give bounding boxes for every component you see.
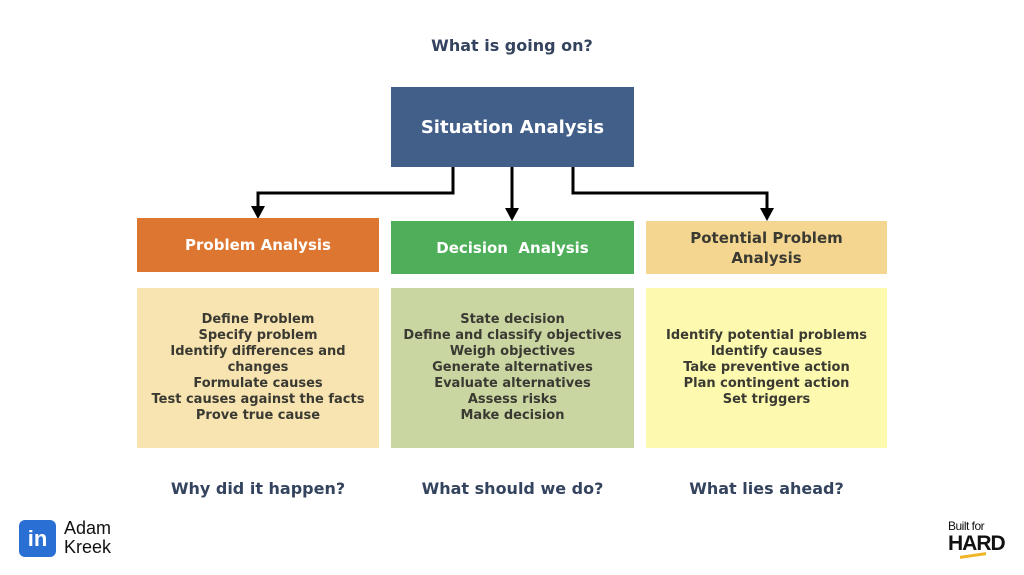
situation-analysis-label: Situation Analysis — [420, 116, 605, 138]
list-item: Plan contingent action — [683, 376, 850, 391]
problem-question: Why did it happen? — [170, 479, 346, 498]
list-item: Formulate causes — [193, 376, 323, 391]
author-first-name: Adam — [64, 518, 112, 538]
potential-question: What lies ahead? — [689, 479, 844, 498]
list-item: Identify potential problems — [666, 328, 867, 343]
arrowhead-potential — [760, 208, 774, 221]
list-item: Set triggers — [722, 392, 811, 407]
arrowhead-problem — [251, 206, 265, 219]
potential-problem-analysis-box: Potential Problem Analysis — [646, 221, 887, 274]
problem-analysis-steps: Define Problem Specify problem Identify … — [137, 288, 379, 448]
list-item: Make decision — [460, 408, 565, 423]
list-item: Test causes against the facts — [151, 392, 365, 407]
list-item: Take preventive action — [683, 360, 850, 375]
potential-problem-steps: Identify potential problems Identify cau… — [646, 288, 887, 448]
situation-analysis-box: Situation Analysis — [391, 87, 634, 167]
problem-analysis-box: Problem Analysis — [137, 218, 379, 272]
list-item: Define and classify objectives — [403, 328, 622, 343]
list-item: Generate alternatives — [432, 360, 593, 375]
list-item: Weigh objectives — [449, 344, 576, 359]
list-item: State decision — [460, 312, 565, 327]
decision-question: What should we do? — [421, 479, 604, 498]
top-question: What is going on? — [431, 36, 593, 55]
arrowhead-decision — [505, 208, 519, 221]
list-item: Identify causes — [710, 344, 823, 359]
author-name: Adam Kreek — [64, 519, 111, 557]
problem-analysis-label: Problem Analysis — [185, 236, 331, 254]
logo-line1: Built for — [948, 519, 985, 533]
decision-analysis-label: Decision Analysis — [436, 238, 589, 257]
list-item: Specify problem — [198, 328, 318, 343]
arrow-to-potential — [571, 167, 769, 210]
list-item: Define Problem — [201, 312, 315, 327]
built-for-hard-logo: Built for HARD — [948, 519, 1006, 559]
potential-problem-analysis-label: Potential Problem Analysis — [690, 228, 843, 267]
author-last-name: Kreek — [64, 537, 112, 557]
logo-line2: HARD — [948, 532, 1006, 555]
arrow-to-problem — [256, 167, 455, 208]
linkedin-icon: in — [19, 520, 56, 557]
decision-analysis-steps: State decision Define and classify objec… — [391, 288, 634, 448]
list-item: Evaluate alternatives — [434, 376, 591, 391]
decision-analysis-box: Decision Analysis — [391, 221, 634, 274]
list-item: Prove true cause — [195, 408, 321, 423]
list-item: Assess risks — [467, 392, 558, 407]
list-item: Identify differences and changes — [170, 344, 346, 375]
